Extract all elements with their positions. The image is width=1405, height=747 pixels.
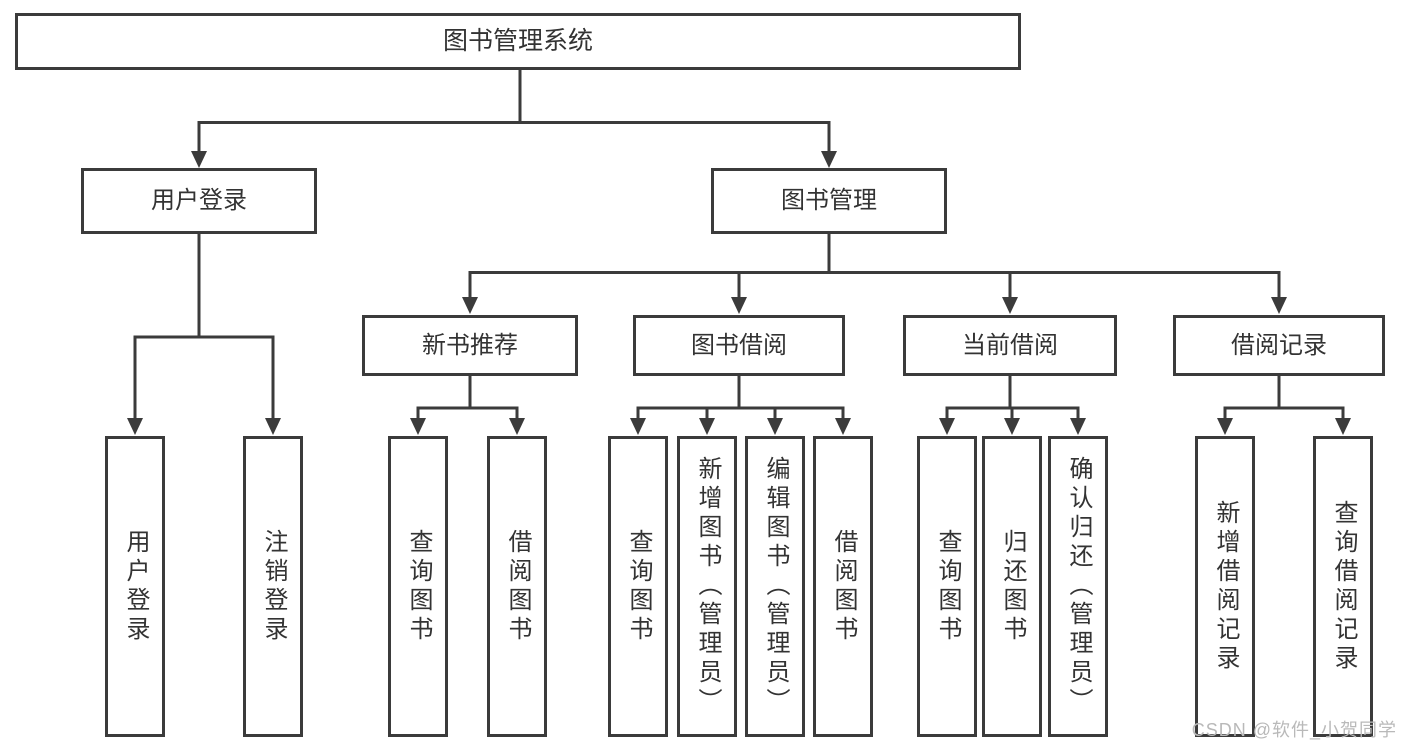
csdn-watermark: CSDN @软件_小贺同学 xyxy=(1191,720,1397,740)
node-root: 图书管理系统 xyxy=(15,13,1021,70)
leaf-bookborrow-edit-books-admin: 编辑图书（管理员） xyxy=(745,436,805,737)
node-new-book-recommend-label: 新书推荐 xyxy=(422,331,518,359)
leaf-bookborrow-query-books: 查询图书 xyxy=(608,436,668,737)
leaf-bookborrow-edit-books-admin-label: 编辑图书（管理员） xyxy=(762,456,789,717)
node-book-borrow: 图书借阅 xyxy=(633,315,845,376)
connector-borrowrecords-children xyxy=(1223,376,1345,421)
leaf-user-login: 用户登录 xyxy=(105,436,165,737)
arrow-down-icon xyxy=(835,418,851,435)
node-new-book-recommend: 新书推荐 xyxy=(362,315,578,376)
connector-login-children xyxy=(133,234,275,420)
arrowheads xyxy=(127,151,1351,435)
node-current-borrow: 当前借阅 xyxy=(903,315,1117,376)
leaf-currentborrow-query-books: 查询图书 xyxy=(917,436,977,737)
leaf-records-add-record: 新增借阅记录 xyxy=(1195,436,1255,737)
arrow-down-icon xyxy=(1335,418,1351,435)
leaf-currentborrow-query-books-label: 查询图书 xyxy=(934,528,961,645)
arrow-down-icon xyxy=(509,418,525,435)
leaf-records-query-record-label: 查询借阅记录 xyxy=(1330,499,1357,674)
leaf-newbooks-query-books: 查询图书 xyxy=(388,436,448,737)
node-user-login-label: 用户登录 xyxy=(151,187,247,214)
leaf-bookborrow-borrow-books: 借阅图书 xyxy=(813,436,873,737)
leaf-currentborrow-confirm-return-admin: 确认归还（管理员） xyxy=(1048,436,1108,737)
arrow-down-icon xyxy=(1004,418,1020,435)
arrow-down-icon xyxy=(1271,297,1287,314)
leaf-bookborrow-add-books-admin-label: 新增图书（管理员） xyxy=(694,456,721,717)
leaf-currentborrow-confirm-return-admin-label: 确认归还（管理员） xyxy=(1065,456,1092,717)
leaf-records-add-record-label: 新增借阅记录 xyxy=(1212,499,1239,674)
leaf-user-login-label: 用户登录 xyxy=(122,528,149,645)
arrow-down-icon xyxy=(191,151,207,168)
arrow-down-icon xyxy=(731,297,747,314)
arrow-down-icon xyxy=(462,297,478,314)
connector-level2-rail xyxy=(197,121,831,152)
connector-newbooks-children xyxy=(416,376,519,421)
arrow-down-icon xyxy=(1217,418,1233,435)
connector-bookborrow-children xyxy=(636,376,845,421)
arrow-down-icon xyxy=(699,418,715,435)
arrow-down-icon xyxy=(410,418,426,435)
leaf-bookborrow-query-books-label: 查询图书 xyxy=(625,528,652,645)
node-book-management-label: 图书管理 xyxy=(781,187,877,214)
leaf-bookborrow-borrow-books-label: 借阅图书 xyxy=(830,528,857,645)
leaf-newbooks-borrow-books-label: 借阅图书 xyxy=(504,528,531,645)
arrow-down-icon xyxy=(1002,297,1018,314)
arrow-down-icon xyxy=(127,418,143,435)
node-borrow-records-label: 借阅记录 xyxy=(1231,331,1327,359)
node-book-management: 图书管理 xyxy=(711,168,947,234)
leaf-bookborrow-add-books-admin: 新增图书（管理员） xyxy=(677,436,737,737)
leaf-newbooks-borrow-books: 借阅图书 xyxy=(487,436,547,737)
arrow-down-icon xyxy=(821,151,837,168)
node-user-login: 用户登录 xyxy=(81,168,317,234)
node-book-borrow-label: 图书借阅 xyxy=(691,331,787,359)
arrow-down-icon xyxy=(767,418,783,435)
arrow-down-icon xyxy=(265,418,281,435)
connector-currentborrow-children xyxy=(945,376,1080,421)
node-current-borrow-label: 当前借阅 xyxy=(962,331,1058,359)
node-borrow-records: 借阅记录 xyxy=(1173,315,1385,376)
arrow-down-icon xyxy=(939,418,955,435)
leaf-currentborrow-return-books-label: 归还图书 xyxy=(999,528,1026,645)
leaf-currentborrow-return-books: 归还图书 xyxy=(982,436,1042,737)
leaf-newbooks-query-books-label: 查询图书 xyxy=(405,528,432,645)
leaf-logout: 注销登录 xyxy=(243,436,303,737)
leaf-logout-label: 注销登录 xyxy=(260,528,287,645)
connector-bookmgmt-rail xyxy=(468,234,1281,299)
arrow-down-icon xyxy=(1070,418,1086,435)
node-root-label: 图书管理系统 xyxy=(442,27,593,55)
leaf-records-query-record: 查询借阅记录 xyxy=(1313,436,1373,737)
arrow-down-icon xyxy=(630,418,646,435)
